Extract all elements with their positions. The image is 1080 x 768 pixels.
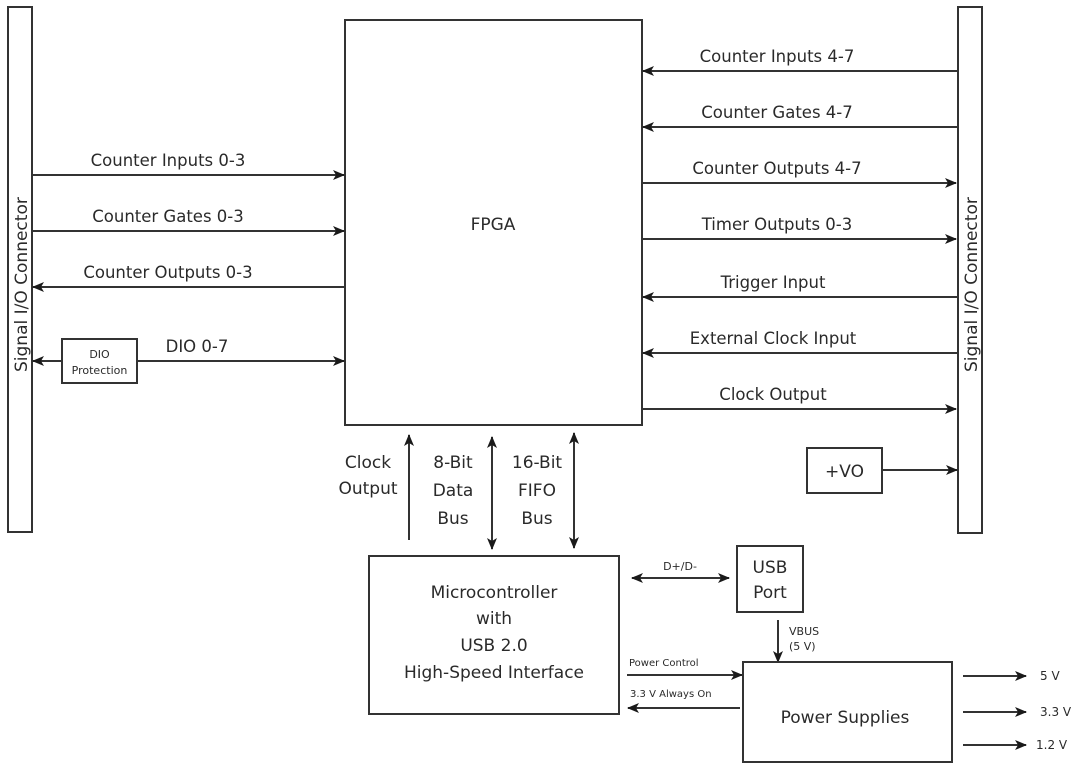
bus-label-2: Data — [433, 481, 474, 501]
usb-port-label-2: Port — [753, 583, 787, 603]
usb-link-label: D+/D- — [663, 560, 697, 573]
microcontroller-block: Microcontroller with USB 2.0 High-Speed … — [368, 555, 620, 715]
left-signal-dio: DIO 0-7 — [32, 337, 345, 366]
right-signal-external-clock: External Clock Input — [642, 329, 957, 358]
power-output-5v: 5 V — [963, 669, 1060, 683]
power-output-label: 5 V — [1040, 669, 1060, 683]
left-signal-counter-outputs: Counter Outputs 0-3 — [32, 263, 345, 292]
left-signal-counter-inputs: Counter Inputs 0-3 — [32, 151, 345, 180]
signal-label: Counter Inputs 4-7 — [700, 47, 855, 66]
bus-label-3: Bus — [437, 509, 468, 529]
fpga-label: FPGA — [471, 215, 516, 235]
bus-label-1: 16-Bit — [512, 453, 563, 473]
bus-label-2: Output — [338, 479, 397, 499]
power-control-label: Power Control — [629, 658, 699, 669]
micro-label-2: with — [476, 609, 512, 629]
right-signal-timer-outputs: Timer Outputs 0-3 — [642, 215, 957, 244]
right-signal-counter-inputs: Counter Inputs 4-7 — [642, 47, 957, 76]
power-output-1v2: 1.2 V — [963, 738, 1068, 752]
bus-label-1: Clock — [345, 453, 391, 473]
left-signal-counter-gates: Counter Gates 0-3 — [32, 207, 345, 236]
signal-label: Counter Outputs 4-7 — [692, 159, 861, 178]
power-output-3v3: 3.3 V — [963, 705, 1072, 719]
vbus-link: VBUS (5 V) — [773, 620, 819, 663]
bus-clock-output: Clock Output — [338, 434, 414, 540]
power-supplies-label: Power Supplies — [781, 708, 910, 728]
right-signal-counter-gates: Counter Gates 4-7 — [642, 103, 957, 132]
power-supplies-block: Power Supplies — [742, 661, 953, 763]
signal-label: Counter Inputs 0-3 — [91, 151, 246, 170]
usb-port-block: USB Port — [736, 545, 804, 613]
always-on-link: 3.3 V Always On — [627, 689, 740, 713]
vbus-label-1: VBUS — [789, 625, 819, 638]
dio-protection-label-1: DIO — [89, 348, 110, 361]
power-control-link: Power Control — [627, 658, 743, 680]
right-signal-trigger-input: Trigger Input — [642, 273, 957, 302]
bus-label-3: Bus — [521, 509, 552, 529]
right-connector-label: Signal I/O Connector — [962, 197, 982, 372]
dio-protection-block: DIO Protection — [61, 338, 138, 384]
bus-label-1: 8-Bit — [433, 453, 473, 473]
micro-label-1: Microcontroller — [431, 583, 558, 603]
vo-block: +VO — [806, 447, 958, 494]
left-signal-io-connector: Signal I/O Connector — [7, 6, 33, 533]
left-connector-label: Signal I/O Connector — [12, 197, 32, 372]
bus-8bit-data: 8-Bit Data Bus — [433, 436, 497, 550]
signal-label: Counter Outputs 0-3 — [83, 263, 252, 282]
vbus-label-2: (5 V) — [789, 640, 816, 653]
bus-16bit-fifo: 16-Bit FIFO Bus — [512, 432, 579, 549]
right-signal-clock-output: Clock Output — [642, 385, 957, 414]
right-signal-counter-outputs: Counter Outputs 4-7 — [642, 159, 957, 188]
usb-data-link: D+/D- — [631, 560, 730, 583]
signal-label: External Clock Input — [690, 329, 857, 348]
bus-label-2: FIFO — [518, 481, 556, 501]
always-on-label: 3.3 V Always On — [630, 689, 712, 700]
power-output-label: 1.2 V — [1036, 738, 1068, 752]
signal-label: Timer Outputs 0-3 — [701, 215, 853, 234]
vo-label: +VO — [825, 462, 864, 482]
signal-label: Counter Gates 4-7 — [701, 103, 853, 122]
power-output-label: 3.3 V — [1040, 705, 1072, 719]
right-signal-io-connector: Signal I/O Connector — [957, 6, 983, 534]
fpga-block: FPGA — [344, 19, 643, 426]
signal-label: DIO 0-7 — [166, 337, 229, 356]
usb-port-label-1: USB — [753, 558, 788, 578]
micro-label-4: High-Speed Interface — [404, 663, 584, 683]
signal-label: Clock Output — [719, 385, 827, 404]
micro-label-3: USB 2.0 — [460, 636, 527, 656]
dio-protection-label-2: Protection — [72, 364, 128, 377]
signal-label: Counter Gates 0-3 — [92, 207, 244, 226]
signal-label: Trigger Input — [720, 273, 826, 292]
